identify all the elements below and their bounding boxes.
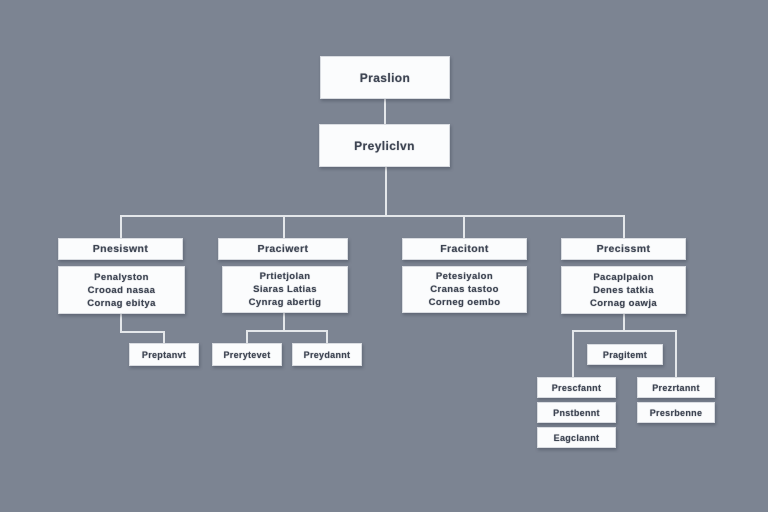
desc-line: Pacaplpaion	[593, 271, 654, 283]
desc-line: Corneg oembo	[428, 297, 501, 308]
org-node-col4-right2-label: Presrbenne	[649, 407, 703, 418]
connector-root-vertical	[384, 99, 386, 124]
desc-line: Siaras Latias	[253, 284, 317, 295]
org-node-col4-left2-label: Pnstbennt	[553, 407, 600, 418]
org-node-col4-desc: Pacaplpaion Denes tatkia Cornag oawja	[561, 266, 686, 314]
org-node-col2-child1-label: Prerytevet	[223, 349, 271, 360]
org-node-col2-child1: Prerytevet	[212, 343, 282, 366]
org-node-col4-head-label: Precissmt	[596, 243, 651, 255]
org-node-col3-head-label: Fracitont	[440, 243, 489, 255]
desc-line: Cornag oawja	[589, 297, 658, 309]
connector-col1-child-horizontal	[120, 331, 165, 333]
connector-col2-child-horizontal	[246, 330, 328, 332]
org-node-col2-child2-label: Preydannt	[303, 349, 351, 360]
connector-col2-child2-drop	[326, 330, 328, 343]
connector-col3-drop	[463, 215, 465, 238]
connector-col1-child-drop	[163, 331, 165, 343]
connector-col4-child-vertical	[623, 314, 625, 332]
desc-line: Denes tatkia	[593, 284, 654, 296]
org-node-col3-desc: Petesiyalon Cranas tastoo Corneg oembo	[402, 266, 527, 313]
org-node-root2-label: Preyliclvn	[354, 138, 415, 153]
connector-main-horizontal	[121, 215, 625, 217]
desc-line: Cornag ebitya	[87, 297, 156, 309]
org-node-col2-child2: Preydannt	[292, 343, 362, 366]
connector-col4-left-drop	[572, 330, 574, 377]
org-node-col4-left1-label: Prescfannt	[551, 382, 602, 393]
org-node-root: Praslion	[320, 56, 450, 99]
connector-col1-child-vertical	[120, 314, 122, 333]
desc-line: Cynrag abertig	[248, 297, 322, 308]
desc-line: Penalyston	[94, 271, 149, 283]
org-node-col1-head: Pnesiswnt	[58, 238, 183, 260]
org-node-col4-left2: Pnstbennt	[537, 402, 616, 423]
org-node-col4-mid-label: Pragitemt	[602, 349, 648, 360]
connector-col2-drop	[283, 215, 285, 238]
desc-line: Cranas tastoo	[430, 284, 499, 295]
org-node-col4-left3: Eagclannt	[537, 427, 616, 448]
org-node-col4-right2: Presrbenne	[637, 402, 715, 423]
connector-col2-child1-drop	[246, 330, 248, 343]
connector-col1-drop	[120, 215, 122, 238]
org-node-col2-head-label: Praciwert	[257, 243, 309, 255]
desc-line: Prtietjolan	[259, 271, 311, 282]
connector-root2-vertical	[385, 167, 387, 216]
org-node-root2: Preyliclvn	[319, 124, 450, 167]
connector-col4-child-horizontal	[572, 330, 677, 332]
org-node-col1-child1: Preptanvt	[129, 343, 199, 366]
connector-col4-drop	[623, 215, 625, 238]
org-node-col2-head: Praciwert	[218, 238, 348, 260]
org-node-col4-left1: Prescfannt	[537, 377, 616, 398]
org-node-col1-child1-label: Preptanvt	[141, 349, 187, 360]
org-node-col4-right1: Prezrtannt	[637, 377, 715, 398]
desc-line: Petesiyalon	[435, 271, 494, 282]
connector-col4-right-drop	[675, 330, 677, 377]
org-node-col1-desc: Penalyston Crooad nasaa Cornag ebitya	[58, 266, 185, 314]
connector-col2-child-vertical	[283, 313, 285, 332]
org-node-root-label: Praslion	[359, 70, 411, 85]
org-node-col4-right1-label: Prezrtannt	[652, 382, 700, 393]
org-node-col3-head: Fracitont	[402, 238, 527, 260]
desc-line: Crooad nasaa	[87, 284, 156, 296]
org-node-col2-desc: Prtietjolan Siaras Latias Cynrag abertig	[222, 266, 348, 313]
org-node-col1-head-label: Pnesiswnt	[92, 243, 149, 255]
org-node-col4-left3-label: Eagclannt	[553, 432, 600, 443]
org-node-col4-head: Precissmt	[561, 238, 686, 260]
org-node-col4-mid: Pragitemt	[587, 344, 663, 365]
